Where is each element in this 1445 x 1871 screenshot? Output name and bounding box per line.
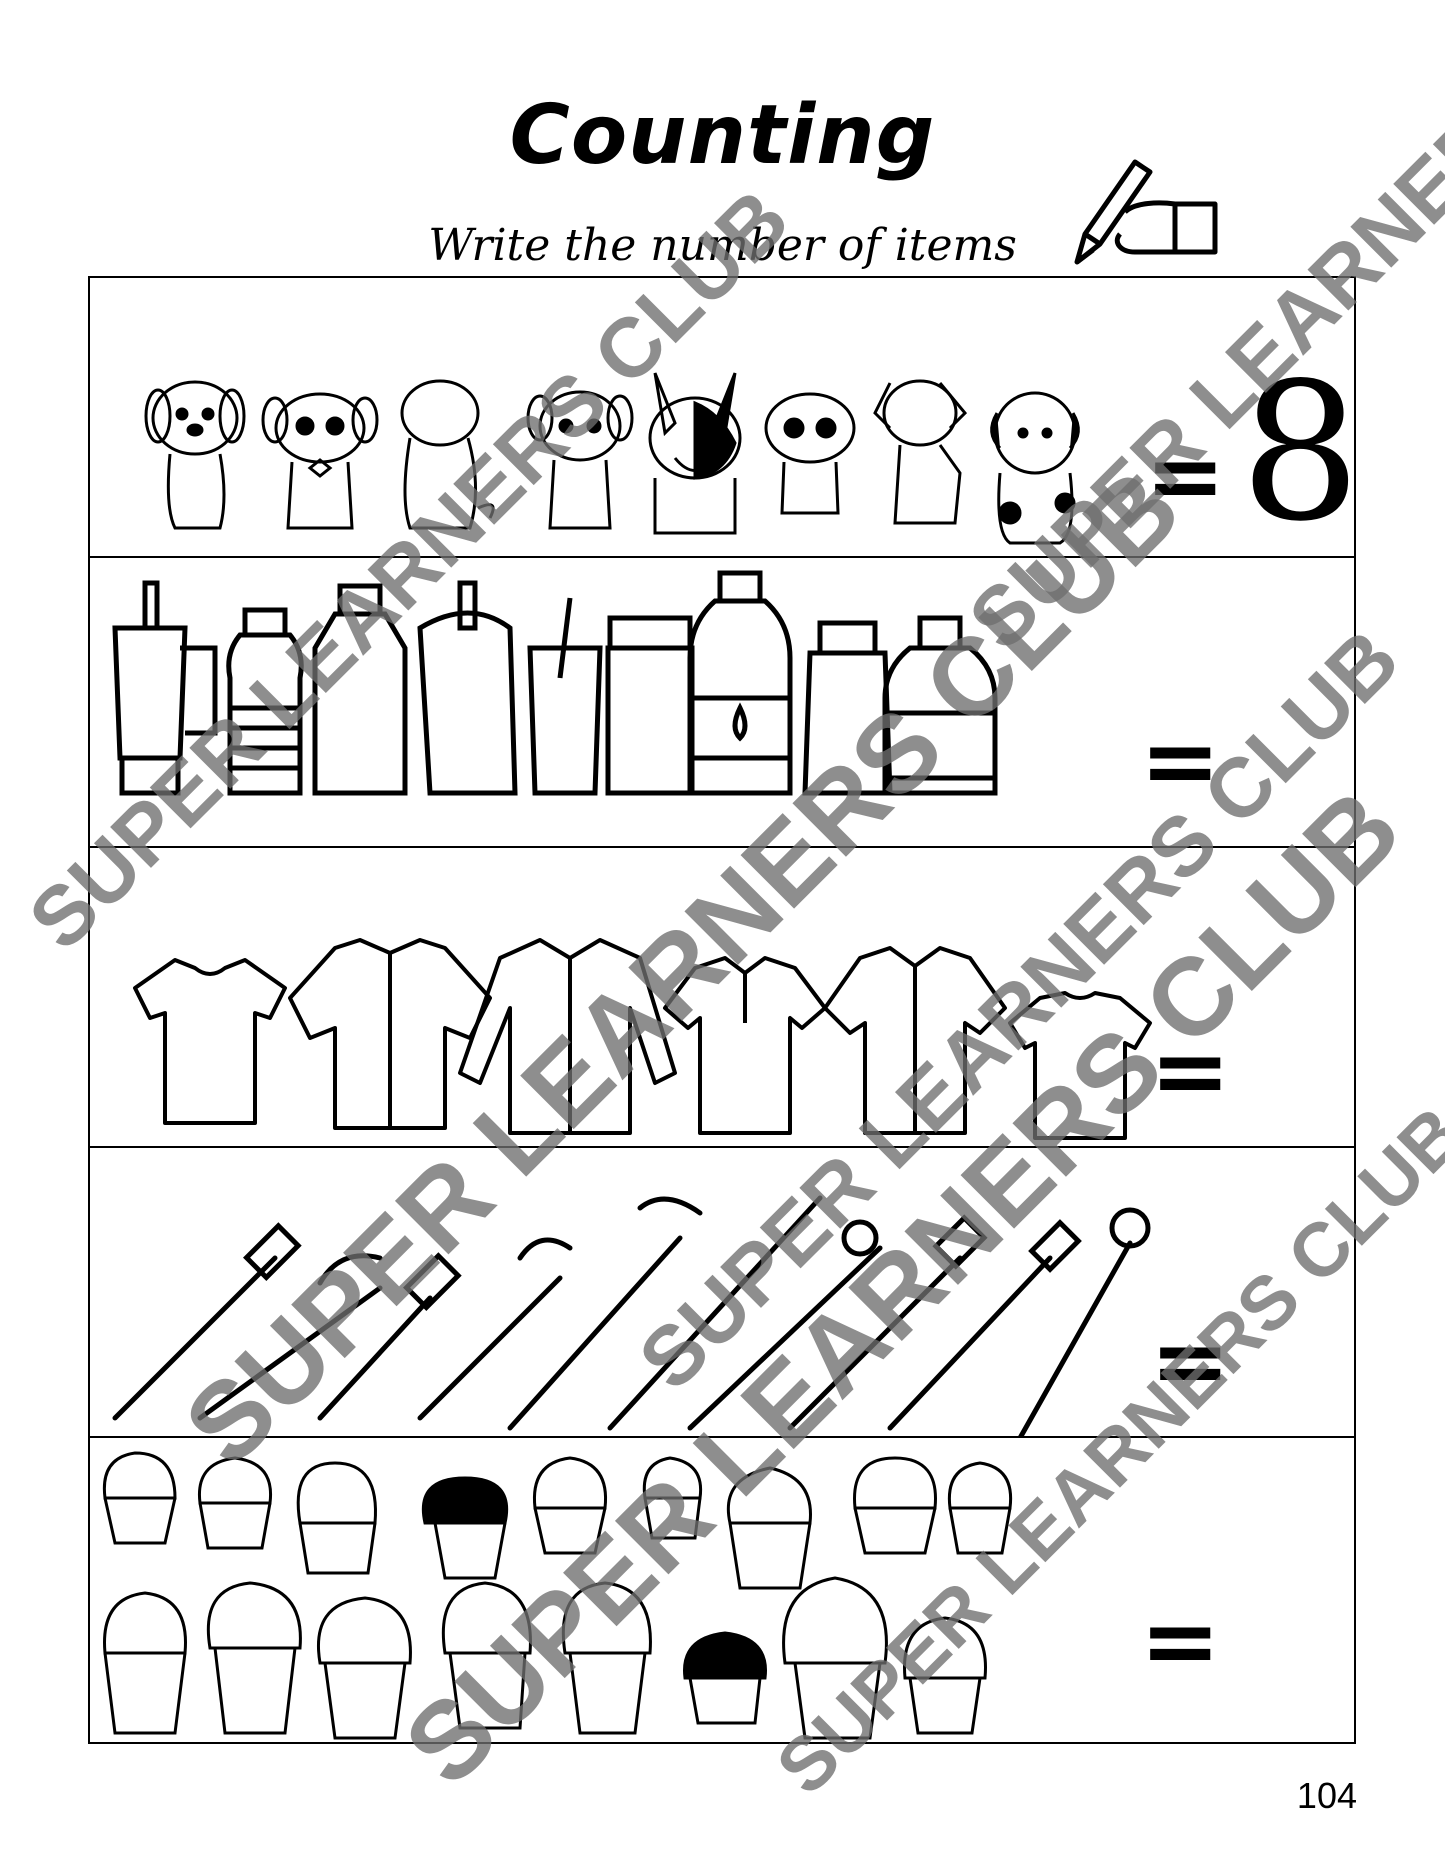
bottle-icon	[226, 607, 304, 796]
cupcake-icon	[206, 1581, 302, 1735]
dog-icon	[526, 390, 634, 530]
row-bottles: =	[90, 558, 1354, 848]
dog-icon	[764, 392, 856, 515]
dog-icon	[990, 391, 1080, 545]
dogs-group	[144, 372, 1080, 545]
cupcake-icon	[561, 1581, 652, 1735]
cupcake-icon	[421, 1476, 509, 1580]
dog-icon	[648, 372, 742, 535]
cupcake-icon	[903, 1616, 987, 1735]
cupcake-icon	[317, 1596, 412, 1740]
cupcake-icon	[296, 1461, 377, 1575]
row-shirts: =	[90, 848, 1354, 1148]
toothbrush-icon	[317, 1252, 462, 1421]
toothbrush-icon	[197, 1253, 383, 1421]
dog-icon	[873, 379, 968, 525]
cupcake-icon	[947, 1461, 1013, 1555]
cupcake-icon	[853, 1456, 937, 1555]
shirt-icon	[823, 946, 1007, 1135]
equals-sign: =	[1145, 420, 1226, 532]
equals-sign: =	[1140, 705, 1221, 817]
toothbrush-icon	[887, 1219, 1082, 1431]
dog-icon	[261, 392, 379, 530]
bottle-icon	[687, 570, 793, 796]
cupcake-icon	[441, 1581, 532, 1730]
toothbrush-icon	[417, 1237, 573, 1421]
bottle-icon	[312, 583, 408, 796]
counting-frame: = 8 = =	[88, 276, 1361, 1744]
toothbrushes-group	[112, 1195, 1151, 1438]
bottle-icon	[605, 615, 695, 796]
toothbrush-icon	[507, 1196, 703, 1431]
bottle-icon	[882, 615, 998, 796]
bottles-group	[112, 570, 998, 796]
toothbrush-icon	[1017, 1207, 1151, 1438]
cupcake-icon	[642, 1456, 703, 1540]
cupcake-icon	[782, 1576, 888, 1740]
row-dogs: = 8	[90, 278, 1361, 558]
bottle-icon	[527, 597, 603, 796]
equals-sign: =	[1150, 1305, 1231, 1417]
cupcake-icon	[683, 1631, 767, 1725]
shirt-icon	[663, 956, 827, 1135]
toothbrush-icon	[607, 1195, 823, 1431]
shirt-icon	[1008, 991, 1152, 1140]
bottle-icon	[112, 580, 218, 796]
equals-sign: =	[1140, 1585, 1221, 1697]
shirt-icon	[133, 958, 287, 1125]
cupcakes-group	[102, 1451, 1013, 1740]
page-subtitle: Write the number of items	[428, 220, 1017, 271]
cupcake-icon	[103, 1591, 187, 1735]
hand-writing-pencil-icon	[1074, 159, 1218, 265]
toothbrush-icon	[112, 1222, 302, 1421]
toothbrush-icon	[787, 1214, 988, 1431]
shirts-group	[133, 938, 1152, 1140]
dog-icon	[400, 379, 495, 530]
cupcake-icon	[726, 1466, 812, 1590]
row-cupcakes: =	[90, 1438, 1354, 1742]
dog-icon	[144, 380, 246, 530]
equals-sign: =	[1150, 1015, 1231, 1127]
shirt-icon	[458, 938, 677, 1135]
cupcake-icon	[102, 1451, 177, 1545]
page-title: Counting	[509, 88, 936, 183]
cupcake-icon	[532, 1456, 608, 1555]
row-toothbrushes: =	[90, 1148, 1354, 1438]
bottle-icon	[417, 580, 518, 796]
cupcake-icon	[197, 1456, 273, 1550]
toothbrush-icon	[687, 1219, 883, 1431]
page-number: 104	[1296, 1775, 1357, 1816]
answer-field[interactable]: 8	[1240, 342, 1361, 563]
